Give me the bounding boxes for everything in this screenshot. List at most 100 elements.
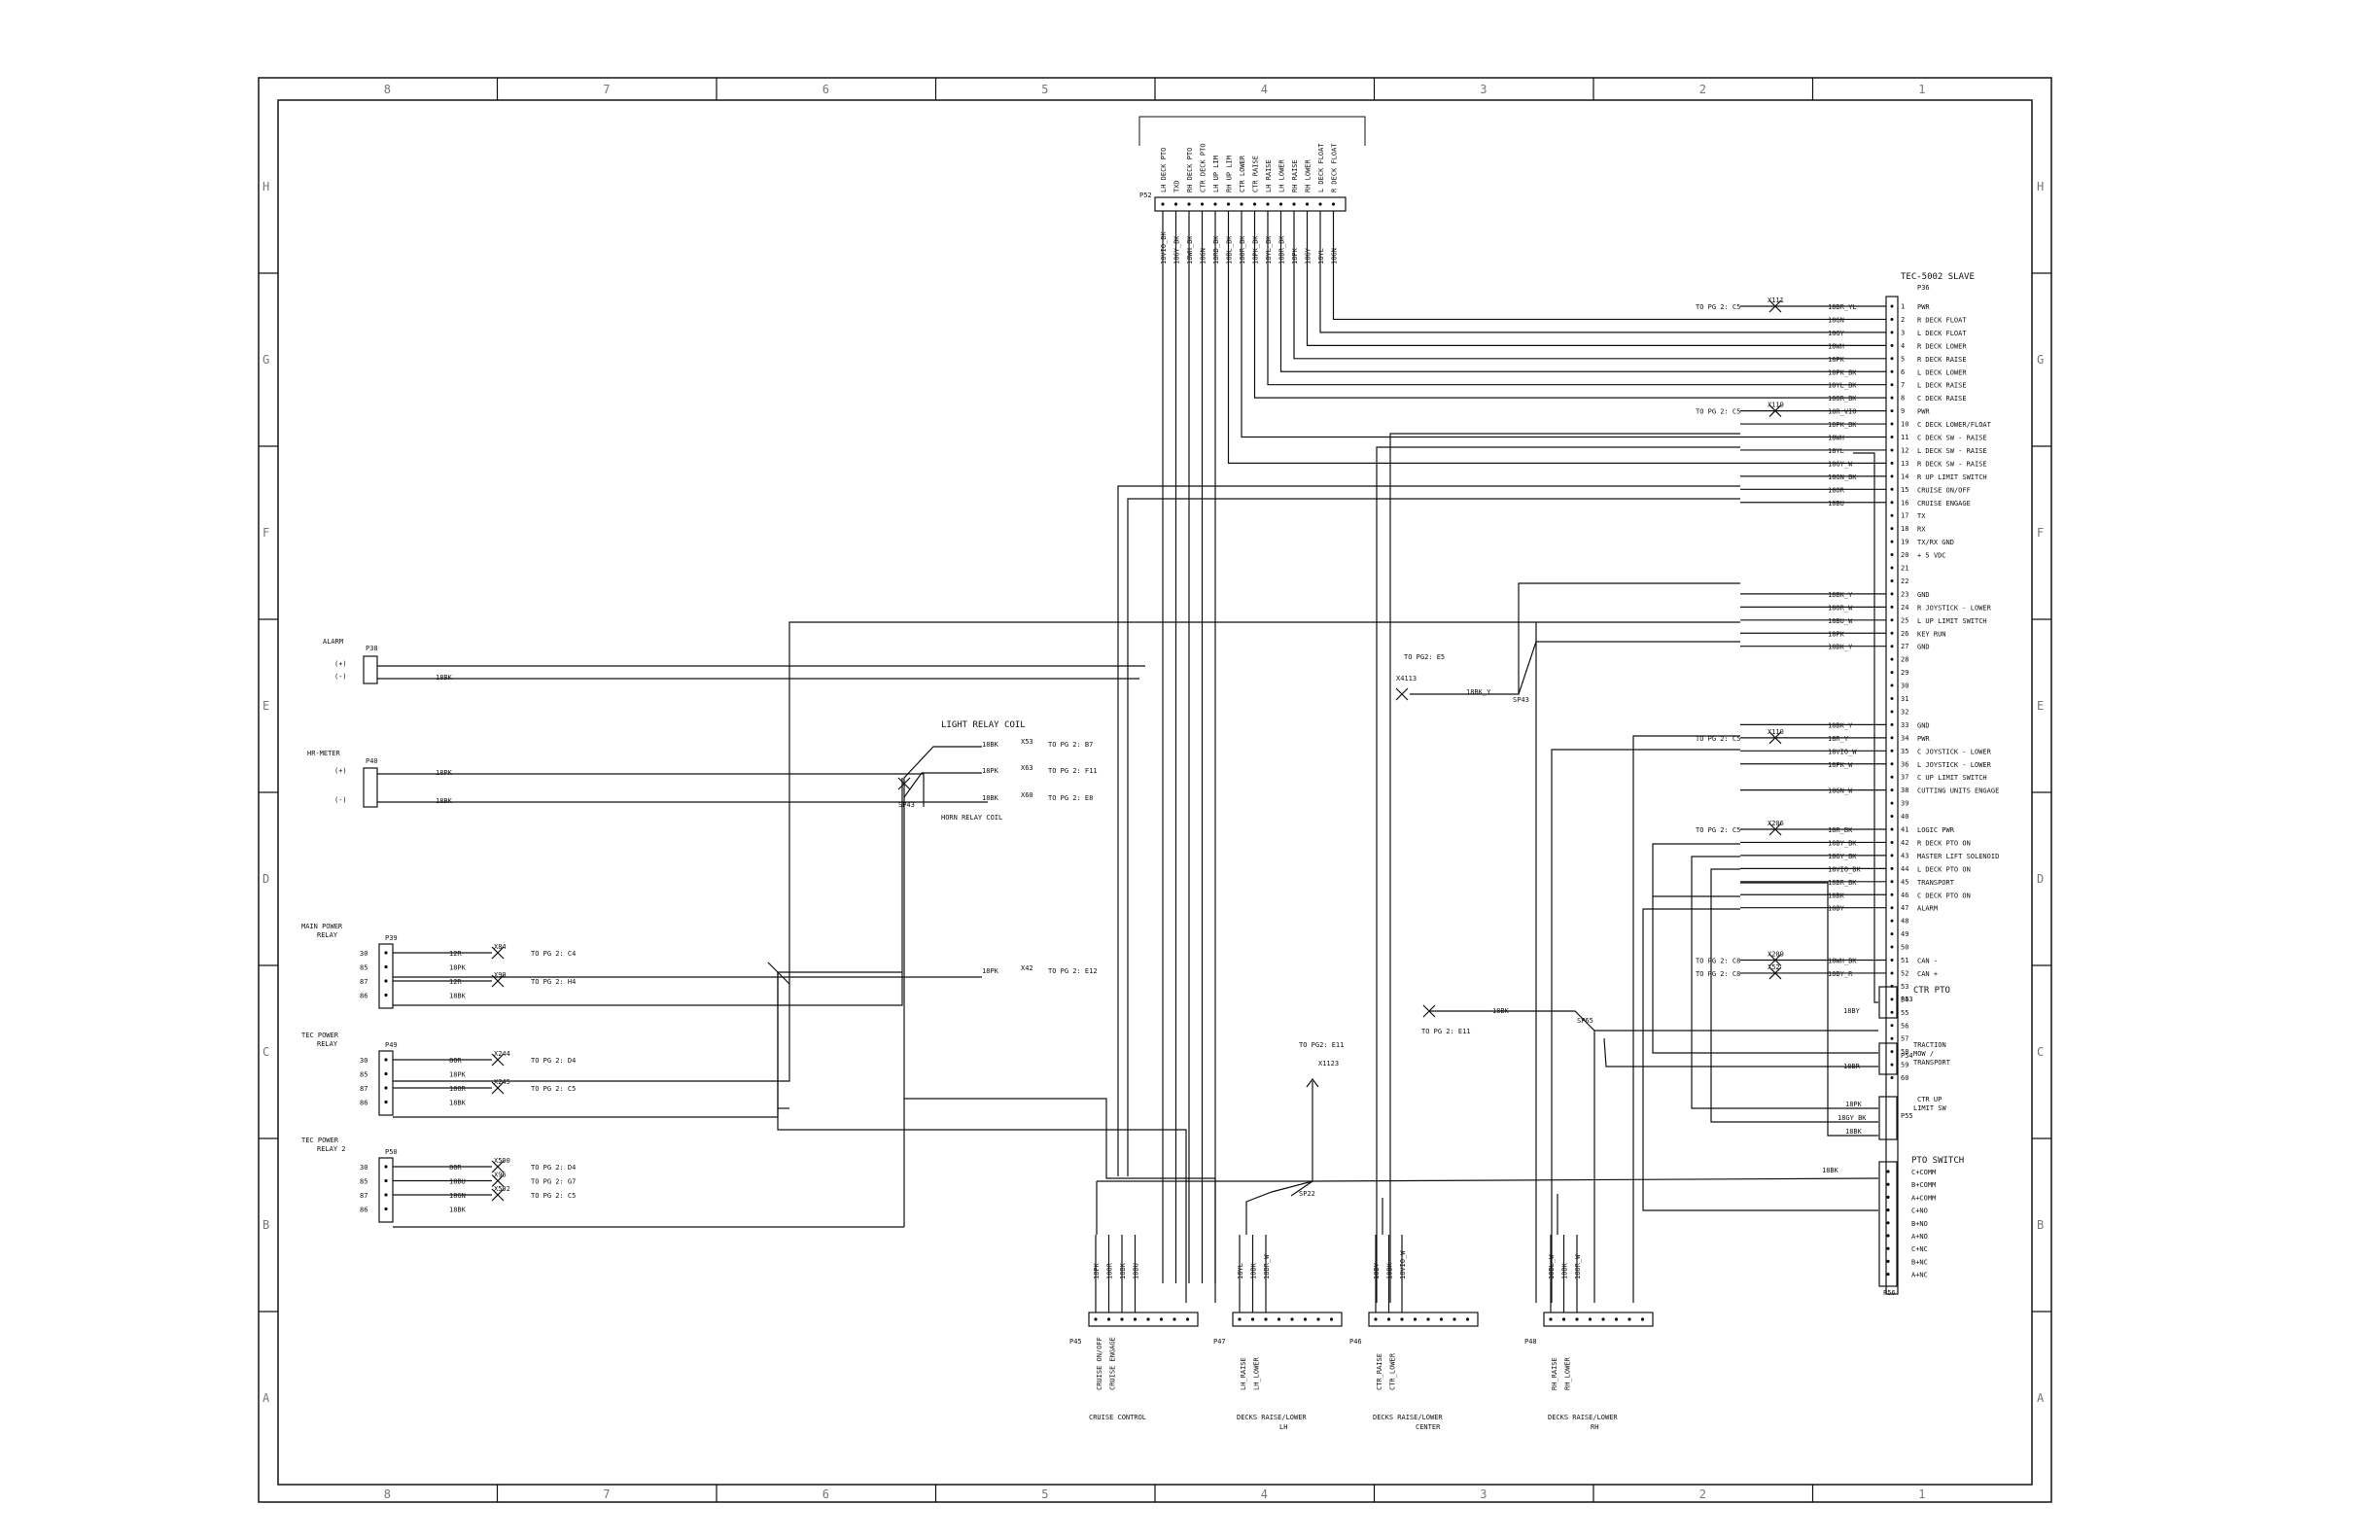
connector-p52-wire: 18BL_BK	[1226, 235, 1234, 264]
tec-pin-label: C DECK RAISE	[1917, 395, 1967, 402]
bottom-connector-pin	[1290, 1317, 1294, 1321]
tec-to-center	[1389, 433, 1740, 1303]
tec-splice	[1768, 966, 1782, 980]
pto-switch-pin-label: B+COMM	[1911, 1181, 1936, 1189]
relay-wire: 18BK	[449, 1207, 467, 1214]
hour-meter-pin-pos: (+)	[334, 767, 347, 775]
tec-pin	[1890, 749, 1894, 752]
tec-relay-wire	[393, 621, 1740, 1082]
tec-pin-label: R UP LIMIT SWITCH	[1917, 473, 1987, 481]
tec-pin-number: 20	[1901, 551, 1908, 559]
tec-pin	[1890, 474, 1894, 478]
relay-coil-ref-2: TO PG 2: F11	[1048, 767, 1098, 775]
tec-pin-label: R DECK SW - RAISE	[1917, 460, 1987, 468]
tec-pin-number: 8	[1901, 395, 1905, 402]
tec-pin	[1890, 317, 1894, 321]
relay-coil-splice-1: X53	[1021, 738, 1033, 746]
bottom-connector-label: LH_LOWER	[1253, 1356, 1261, 1390]
relay-ref: TO PG 2: C4	[531, 950, 576, 958]
bottom-connector-pin	[1439, 1317, 1444, 1321]
relay-coil-wire-3: 18BK	[982, 794, 999, 802]
tec-pin-wire: 18GY_BK	[1828, 853, 1857, 860]
pto-switch-pin-label: C+NO	[1911, 1208, 1928, 1215]
tec-pin	[1890, 945, 1894, 949]
tec-pin	[1890, 932, 1894, 936]
wire-18pk-mid: 18PK	[982, 967, 999, 975]
tec-pin	[1890, 409, 1894, 413]
connector-p52-wire: 18YL	[1317, 248, 1325, 264]
pto-switch-pin-label: A+COMM	[1911, 1194, 1936, 1202]
tec-pin-wire: 18BR_YL	[1828, 303, 1857, 311]
sp65-traction	[1603, 1037, 1878, 1068]
tec-pin	[1890, 304, 1894, 308]
p52-to-tec-wire	[1332, 211, 1740, 321]
connector-pin	[1226, 202, 1231, 206]
pto-wire	[1312, 1177, 1879, 1182]
tec-pin-number: 37	[1901, 774, 1908, 782]
relay-pin-number: 30	[360, 950, 368, 958]
tec-pin-number: 36	[1901, 760, 1908, 768]
tec-pin	[1890, 1063, 1894, 1067]
relay-wire: 18OR	[449, 1085, 467, 1093]
hour-meter-wire-neg: 18BK	[436, 797, 453, 805]
relay-wire-down	[777, 972, 1187, 1303]
pto-switch-pin-label: C+NC	[1911, 1245, 1928, 1253]
tec-ref: TO PG 2: C5	[1696, 735, 1740, 743]
cruise-wire	[1127, 498, 1740, 1176]
tec-pin-wire: 18YL	[1828, 447, 1844, 455]
bottom-connector-pin	[1316, 1317, 1320, 1321]
alarm-connector: P38	[366, 645, 378, 652]
connector-p52-label: CTR DECK PTO	[1200, 143, 1208, 192]
tec-pin-wire: 18GN_W	[1828, 788, 1853, 795]
grid-col-label-top: 8	[384, 83, 391, 96]
tec-pin-number: 33	[1901, 721, 1908, 729]
grid-col-label-top: 5	[1041, 83, 1048, 96]
traction-title-2: MOW /	[1913, 1050, 1934, 1058]
bottom-connector-pin	[1277, 1317, 1281, 1321]
tec-pin	[1890, 383, 1894, 387]
tec-pin	[1890, 605, 1894, 609]
relay-wire: 18BK	[449, 1100, 467, 1107]
relay-pin-number: 86	[360, 1100, 368, 1107]
tec-pin-label: + 5 VDC	[1917, 552, 1946, 560]
tec-pin	[1890, 592, 1894, 596]
connector-p52-label: LH DECK PTO	[1160, 148, 1168, 192]
connector-p52-label: R DECK FLOAT	[1331, 143, 1339, 192]
tec-pin-number: 30	[1901, 682, 1908, 690]
bottom-connector-caption: DECKS RAISE/LOWER	[1548, 1414, 1618, 1421]
bottom-connector-pin	[1172, 1317, 1176, 1321]
pto-pin	[1886, 1170, 1890, 1173]
tec-pin-label: CRUISE ON/OFF	[1917, 486, 1971, 494]
tec-splice-id: X52	[1768, 963, 1780, 971]
hour-meter: HR-METER P40 (+) (-) 18PK 18BK	[307, 750, 453, 808]
bottom-connector-pin	[1238, 1317, 1242, 1321]
tec-pin	[1890, 631, 1894, 635]
relay-pin	[384, 1058, 388, 1062]
tec-pin-label: MASTER LIFT SOLENOID	[1917, 853, 1999, 860]
relay-pin	[384, 1165, 388, 1169]
bottom-connector-pin	[1303, 1317, 1308, 1321]
splice-sp43: SP43	[1513, 696, 1529, 704]
tec-pin	[1890, 840, 1894, 844]
tec-pin	[1890, 959, 1894, 962]
relay-splice-id: X590	[494, 1157, 510, 1165]
connector-pin	[1213, 202, 1217, 206]
bottom-connector-pin	[1426, 1317, 1430, 1321]
grid-col-label-top: 1	[1918, 83, 1925, 96]
relay-junction-splice	[897, 777, 911, 790]
tec-pin-wire: 18OR_BK	[1828, 395, 1857, 402]
tec-pin-number: 7	[1901, 381, 1905, 389]
tec-splice	[1768, 404, 1782, 418]
p52-to-tec-wire	[1293, 211, 1740, 360]
hour-meter-pin-neg: (-)	[334, 796, 347, 804]
connector-p52-wire: 18YL_BK	[1265, 235, 1273, 264]
ctr-up-wire	[1710, 868, 1878, 1123]
tec-pin	[1890, 396, 1894, 400]
connector-pin	[1252, 202, 1257, 206]
tec-pin-number: 46	[1901, 892, 1908, 899]
bottom-connector-wire: 18BK	[1250, 1262, 1258, 1279]
grid-col-label-top: 6	[822, 83, 829, 96]
tec-pin-number: 60	[1901, 1074, 1908, 1082]
